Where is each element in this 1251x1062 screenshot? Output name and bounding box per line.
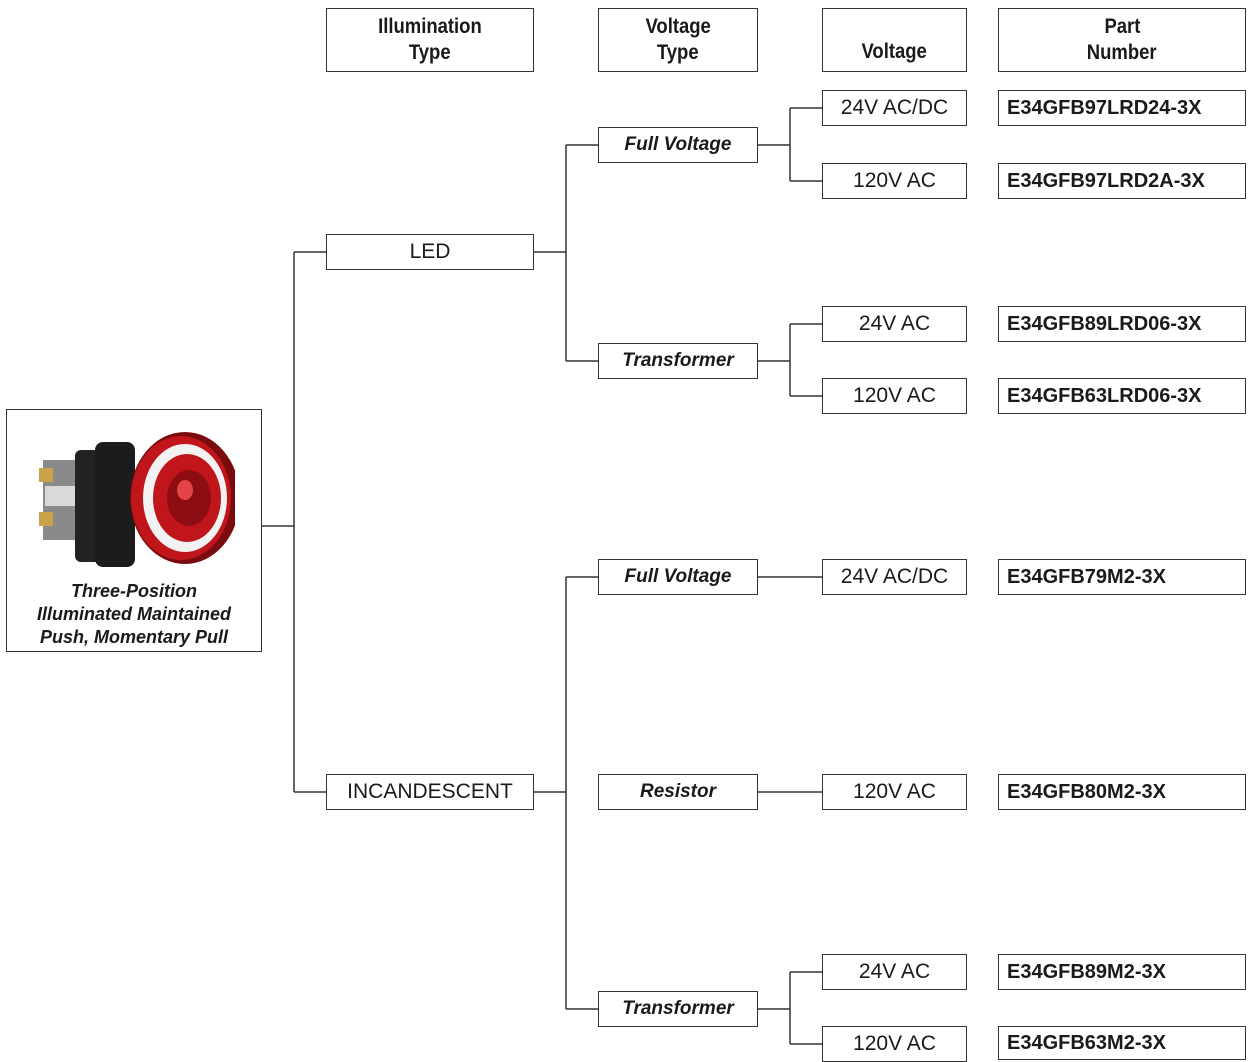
voltage-type-inc-resistor: Resistor [598, 774, 758, 810]
part-number-row-5: E34GFB79M2-3X [998, 559, 1246, 595]
header-part-line1: Part [1104, 14, 1140, 40]
voltage-row-6: 120V AC [822, 774, 967, 810]
voltage-type-led-transformer: Transformer [598, 343, 758, 379]
header-voltage: Voltage [822, 8, 967, 72]
product-caption-line3: Push, Momentary Pull [7, 626, 261, 649]
part-number-row-2: E34GFB97LRD2A-3X [998, 163, 1246, 199]
header-illumination-line1: Illumination [378, 14, 482, 40]
voltage-type-led-full-voltage: Full Voltage [598, 127, 758, 163]
part-number-row-6: E34GFB80M2-3X [998, 774, 1246, 810]
header-voltage-type-line2: Type [657, 40, 699, 66]
part-number-row-1: E34GFB97LRD24-3X [998, 90, 1246, 126]
product-caption-line1: Three-Position [7, 580, 261, 603]
header-voltage-type: Voltage Type [598, 8, 758, 72]
header-illumination-line2: Type [409, 40, 451, 66]
header-illumination-type: Illumination Type [326, 8, 534, 72]
header-voltage-label: Voltage [862, 39, 927, 65]
voltage-row-3: 24V AC [822, 306, 967, 342]
part-number-row-7: E34GFB89M2-3X [998, 954, 1246, 990]
header-part-number: Part Number [998, 8, 1246, 72]
illuminated-push-pull-operator-photo [35, 420, 235, 575]
product-box: Three-Position Illuminated Maintained Pu… [6, 409, 262, 652]
part-number-row-8: E34GFB63M2-3X [998, 1026, 1246, 1060]
product-caption-line2: Illuminated Maintained [7, 603, 261, 626]
voltage-row-2: 120V AC [822, 163, 967, 199]
voltage-type-inc-full-voltage: Full Voltage [598, 559, 758, 595]
voltage-row-1: 24V AC/DC [822, 90, 967, 126]
voltage-row-4: 120V AC [822, 378, 967, 414]
voltage-type-inc-transformer: Transformer [598, 991, 758, 1027]
header-voltage-type-line1: Voltage [645, 14, 710, 40]
product-caption: Three-Position Illuminated Maintained Pu… [7, 580, 261, 649]
voltage-row-5: 24V AC/DC [822, 559, 967, 595]
voltage-row-8: 120V AC [822, 1026, 967, 1062]
illumination-incandescent: INCANDESCENT [326, 774, 534, 810]
part-number-row-3: E34GFB89LRD06-3X [998, 306, 1246, 342]
header-part-line2: Number [1087, 40, 1157, 66]
part-number-row-4: E34GFB63LRD06-3X [998, 378, 1246, 414]
illumination-led: LED [326, 234, 534, 270]
voltage-row-7: 24V AC [822, 954, 967, 990]
